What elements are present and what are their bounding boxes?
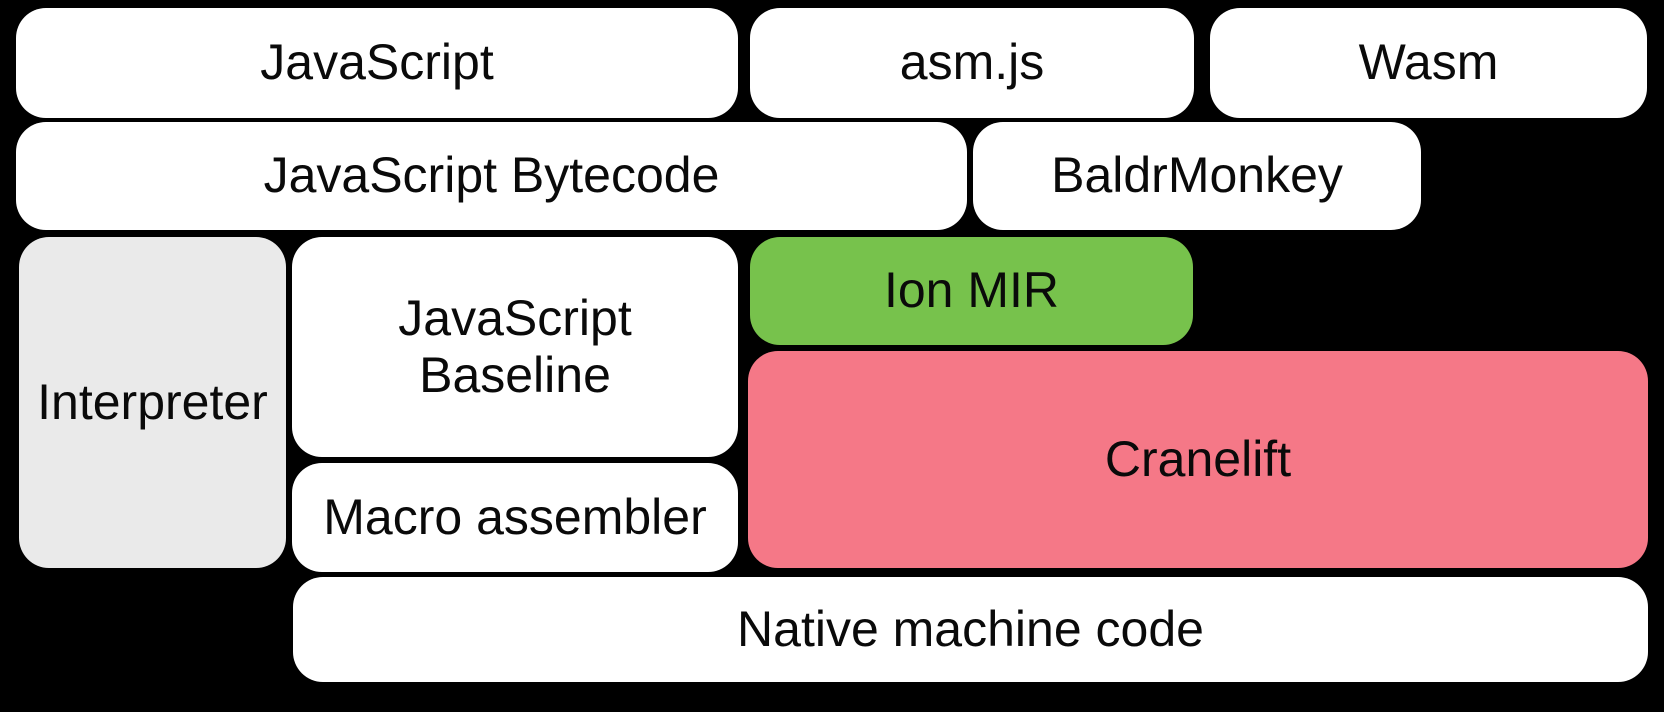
block-ion-mir-label: Ion MIR: [883, 262, 1060, 319]
block-baldrmonkey: BaldrMonkey: [973, 122, 1421, 230]
block-native-machine-code-label: Native machine code: [737, 600, 1204, 657]
block-wasm-label: Wasm: [1358, 34, 1499, 91]
block-javascript-label: JavaScript: [260, 34, 494, 91]
block-asmjs: asm.js: [750, 8, 1194, 118]
block-wasm: Wasm: [1210, 8, 1647, 118]
block-javascript: JavaScript: [16, 8, 738, 118]
block-cranelift-label: Cranelift: [1104, 430, 1292, 487]
block-javascript-bytecode-label: JavaScript Bytecode: [263, 147, 720, 204]
block-javascript-baseline: JavaScript Baseline: [292, 237, 738, 457]
block-baldrmonkey-label: BaldrMonkey: [1051, 147, 1343, 204]
block-native-machine-code: Native machine code: [293, 577, 1648, 682]
block-macro-assembler-label: Macro assembler: [323, 488, 707, 545]
block-interpreter: Interpreter: [19, 237, 286, 568]
block-interpreter-label: Interpreter: [37, 373, 268, 430]
block-cranelift: Cranelift: [748, 351, 1648, 568]
block-javascript-baseline-label: JavaScript Baseline: [398, 289, 632, 404]
block-macro-assembler: Macro assembler: [292, 463, 738, 572]
block-asmjs-label: asm.js: [899, 34, 1045, 91]
block-ion-mir: Ion MIR: [750, 237, 1193, 345]
block-javascript-bytecode: JavaScript Bytecode: [16, 122, 967, 230]
